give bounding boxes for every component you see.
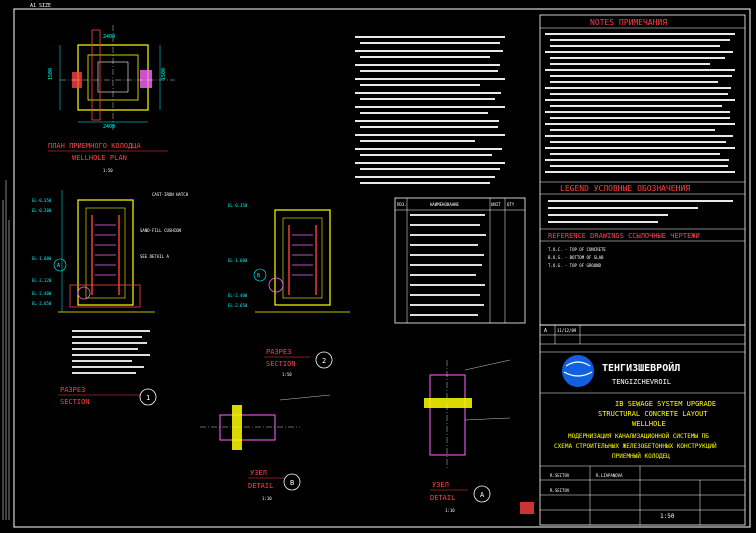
- revision-date: 11/12/09: [557, 328, 577, 333]
- detail-b-title-en: DETAIL: [248, 482, 273, 490]
- company-logo: [562, 355, 594, 387]
- s1-callout-detail: SEE DETAIL A: [140, 254, 169, 259]
- plan-title-ru: ПЛАН ПРИЕМНОГО КОЛОДЦА: [48, 142, 142, 150]
- margin-notes: [2, 180, 10, 520]
- abbr-toc: T.O.C. - TOP OF CONCRETE: [548, 247, 606, 252]
- s2-level-1: EL-0.350: [228, 203, 248, 208]
- s1-level-2: EL-0.200: [32, 208, 52, 213]
- revision: A: [544, 328, 547, 334]
- spec-col-pos: ПОЗ.: [397, 202, 407, 207]
- general-notes: [355, 36, 505, 184]
- plan-dim-bottom: 2400: [103, 124, 115, 130]
- stamp-mark: [520, 502, 534, 514]
- company-name-ru: ТЕНГИЗШЕВРОЙЛ: [602, 361, 680, 374]
- s1-level-6: EL-2.650: [32, 301, 52, 306]
- detail-b: УЗЕЛ DETAIL B 1:10: [200, 394, 331, 501]
- detail-a-title-en: DETAIL: [430, 494, 455, 502]
- s2-level-2: EL-1.600: [228, 258, 248, 263]
- section-1: EL-0.350 EL-0.200 EL-1.600 EL-2.120 EL-2…: [32, 190, 189, 406]
- detail-a: УЗЕЛ DETAIL A 1:10: [424, 359, 511, 513]
- title-block: A 11/12/09 ТЕНГИЗШЕВРОЙЛ TENGIZCHEVROIL …: [539, 324, 746, 526]
- plan-scale: 1:50: [103, 168, 113, 173]
- spec-col-name: НАИМЕНОВАНИЕ: [430, 202, 459, 207]
- spec-col-qty: QTY: [507, 202, 515, 207]
- s1-title-en: SECTION: [60, 398, 90, 406]
- drawing-title-en-2: WELLHOLE: [632, 420, 666, 428]
- detail-b-title-ru: УЗЕЛ: [250, 469, 267, 477]
- plan-dim-left: 1500: [48, 68, 54, 80]
- s1-callout-sand: SAND-FILL CUSHION: [140, 228, 182, 233]
- plan-dim-top: 2400: [103, 34, 115, 40]
- detail-b-scale: 1:10: [262, 496, 272, 501]
- abbr-bos: B.O.S. - BOTTOM OF SLAB: [548, 255, 604, 260]
- spec-col-unit: UNIT: [491, 202, 501, 207]
- s2-title-en: SECTION: [266, 360, 296, 368]
- company-name-en: TENGIZCHEVROIL: [612, 378, 671, 386]
- detail-a-title-ru: УЗЕЛ: [432, 481, 449, 489]
- s2-marker: 2: [322, 357, 326, 365]
- s2-level-3: EL-2.400: [228, 293, 248, 298]
- refdraw-header: REFERENCE DRAWINGS ССЫЛОЧНЫЕ ЧЕРТЕЖИ: [548, 232, 700, 240]
- drawing-title-ru-1: СХЕМА СТРОИТЕЛЬНЫХ ЖЕЛЕЗОБЕТОННЫХ КОНСТР…: [554, 443, 717, 450]
- s1-detail-marker: A: [57, 263, 60, 269]
- sheet-border: [13, 8, 751, 528]
- detail-a-scale: 1:10: [445, 508, 455, 513]
- s1-callout-hatch: CAST-IRON HATCH: [152, 192, 189, 197]
- legend-header: LEGEND УСЛОВНЫЕ ОБОЗНАЧЕНИЯ: [560, 184, 690, 193]
- spec-table: ПОЗ. НАИМЕНОВАНИЕ UNIT QTY: [394, 197, 526, 324]
- drawn-by: R.SEITOV: [550, 473, 570, 478]
- s1-level-4: EL-2.120: [32, 278, 52, 283]
- s1-level-3: EL-1.600: [32, 256, 52, 261]
- s1-level-1: EL-0.350: [32, 198, 52, 203]
- project-ru: МОДЕРНИЗАЦИЯ КАНАЛИЗАЦИОННОЙ СИСТЕМЫ ПБ: [568, 433, 709, 440]
- plan-title-en: WELLHOLE PLAN: [72, 154, 127, 162]
- s1-marker: 1: [146, 394, 150, 402]
- s2-title-ru: РАЗРЕЗ: [266, 348, 291, 356]
- drawing-title-en-1: STRUCTURAL CONCRETE LAYOUT: [598, 410, 708, 418]
- notes-header: NOTES ПРИМЕЧАНИЯ: [590, 18, 667, 27]
- s2-detail-marker: B: [257, 273, 260, 279]
- s1-title-ru: РАЗРЕЗ: [60, 386, 85, 394]
- project-en: IB SEWAGE SYSTEM UPGRADE: [615, 400, 716, 408]
- section-2: EL-0.350 EL-1.600 EL-2.400 EL-2.650 B РА…: [228, 203, 350, 377]
- sheet-tag: A1 SIZE: [30, 3, 51, 9]
- s2-level-4: EL-2.650: [228, 303, 248, 308]
- s2-scale: 1:50: [282, 372, 292, 377]
- drawing-title-ru-2: ПРИЕМНЫЙ КОЛОДЕЦ: [612, 453, 670, 460]
- detail-b-marker: B: [290, 479, 294, 487]
- wellhole-plan: 2400 1500 1500 2400 ПЛАН ПРИЕМНОГО КОЛОД…: [48, 25, 175, 173]
- plan-dim-right: 1500: [161, 68, 167, 80]
- notes-panel: NOTES ПРИМЕЧАНИЯ LEGEND УСЛОВНЫЕ ОБОЗНАЧ…: [539, 14, 746, 326]
- detail-a-marker: A: [480, 491, 485, 499]
- drawing-scale: 1:50: [660, 513, 675, 520]
- checked-by: R.LIAPANOVA: [596, 473, 623, 478]
- drawn-by-2: R.SEITOV: [550, 488, 570, 493]
- s1-level-5: EL-2.400: [32, 291, 52, 296]
- abbr-tog: T.O.G. - TOP OF GROUND: [548, 263, 602, 268]
